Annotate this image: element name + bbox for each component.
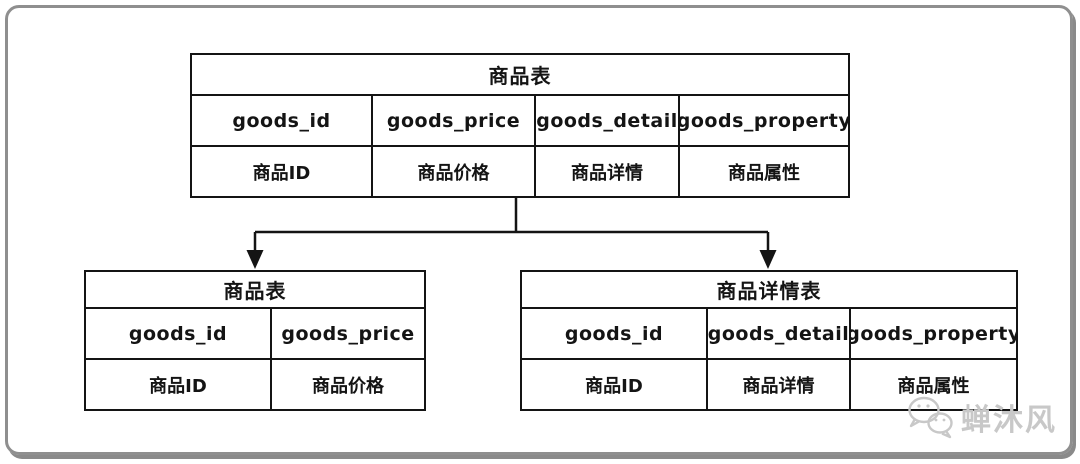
field-label-cell: 商品ID: [252, 162, 311, 184]
field-label-cell: 商品价格: [371, 147, 534, 196]
field-label-cell: 商品ID: [585, 375, 643, 397]
top-table-goods: 商品表 goods_id goods_price goods_detail go…: [190, 53, 850, 198]
field-label-row: 商品ID 商品详情 商品属性: [522, 358, 1016, 409]
field-name-cell: goods_id: [128, 322, 228, 345]
table-title: 商品表: [86, 272, 424, 309]
wechat-icon: [908, 396, 953, 439]
field-name-cell: goods_id: [232, 109, 331, 132]
field-label-cell: 商品详情: [534, 147, 678, 196]
left-table-goods: 商品表 goods_id goods_price 商品ID 商品价格: [84, 270, 426, 411]
field-label-cell: 商品详情: [706, 360, 849, 409]
right-table-goods-detail: 商品详情表 goods_id goods_detail goods_proper…: [520, 270, 1018, 411]
field-name-cell: goods_id: [564, 322, 664, 345]
field-name-cell: goods_property: [678, 96, 848, 145]
field-label-cell: 商品属性: [678, 147, 848, 196]
rounded-frame-border: [5, 5, 1073, 455]
table-title: 商品表: [192, 55, 848, 96]
field-label-cell: 商品属性: [849, 360, 1016, 409]
field-name-row: goods_id goods_price goods_detail goods_…: [192, 96, 848, 145]
field-label-cell: 商品价格: [270, 360, 424, 409]
field-name-cell: goods_property: [849, 309, 1016, 358]
field-name-cell: goods_price: [270, 309, 424, 358]
watermark: 蝉沐风: [906, 394, 1057, 440]
table-title: 商品详情表: [522, 272, 1016, 309]
field-name-cell: goods_detail: [706, 309, 849, 358]
field-label-cell: 商品ID: [149, 375, 207, 397]
watermark-text: 蝉沐风: [961, 403, 1057, 438]
field-name-cell: goods_price: [371, 96, 534, 145]
field-label-row: 商品ID 商品价格: [86, 358, 424, 409]
field-name-row: goods_id goods_detail goods_property: [522, 309, 1016, 358]
field-name-row: goods_id goods_price: [86, 309, 424, 358]
field-label-row: 商品ID 商品价格 商品详情 商品属性: [192, 145, 848, 196]
field-name-cell: goods_detail: [534, 96, 678, 145]
